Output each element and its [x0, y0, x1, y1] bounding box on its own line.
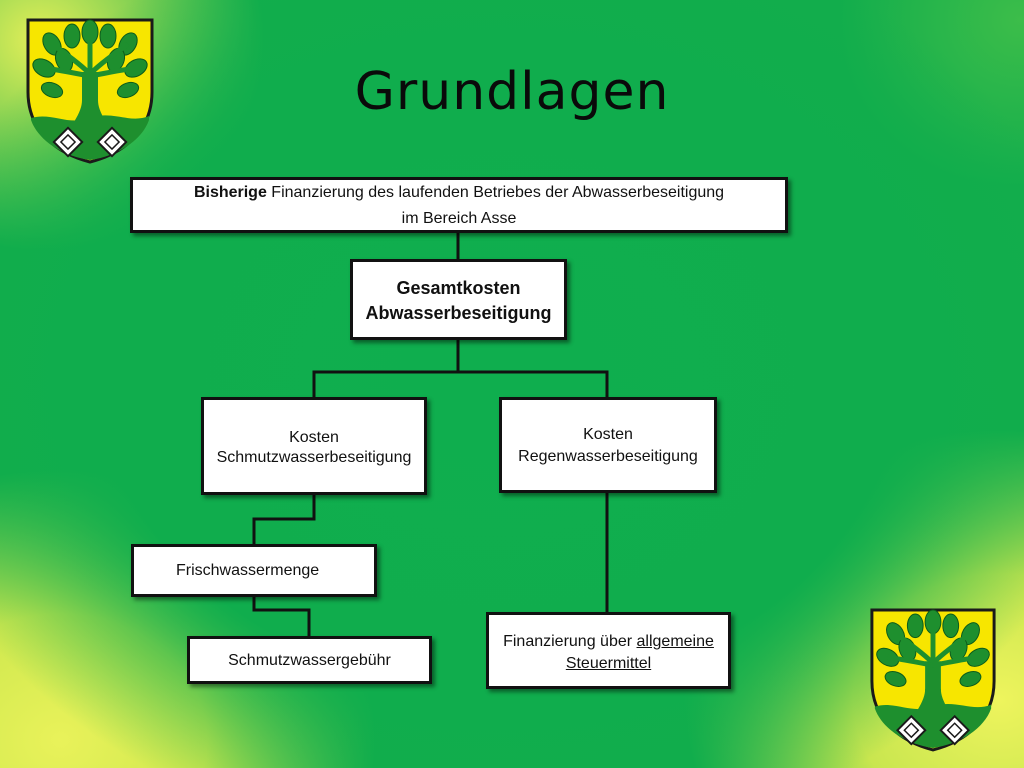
fresh-water-volume-label: Frischwassermenge — [176, 562, 320, 579]
current-financing-box: Bisherige Finanzierung des laufenden Bet… — [130, 177, 788, 233]
total-costs-box: Gesamtkosten Abwasserbeseitigung — [350, 259, 567, 340]
current-financing-line2: im Bereich Asse — [401, 210, 517, 227]
wastewater-fee-box: Schmutzwassergebühr — [187, 636, 432, 684]
total-costs-line1: Gesamtkosten — [396, 278, 521, 298]
slide-title: Grundlagen — [354, 62, 670, 122]
wastewater-fee-label: Schmutzwassergebühr — [228, 652, 391, 669]
tax-funding-prefix: Finanzierung über — [503, 633, 637, 650]
wastewater-costs-line2: Schmutzwasserbeseitigung — [216, 449, 412, 466]
rainwater-costs-line2: Regenwasserbeseitigung — [518, 448, 698, 465]
rainwater-costs-line1: Kosten — [583, 426, 633, 443]
tax-funding-line2: Steuermittel — [489, 653, 728, 675]
tax-funding-underlined1: allgemeine — [636, 633, 714, 650]
current-financing-bold: Bisherige — [193, 184, 267, 201]
fresh-water-volume-box: Frischwassermenge — [131, 544, 377, 597]
total-costs-line2: Abwasserbeseitigung — [365, 303, 552, 323]
current-financing-text: Finanzierung des laufenden Betriebes der… — [266, 184, 725, 201]
tax-funding-box: Finanzierung über allgemeine Steuermitte… — [486, 612, 731, 689]
wastewater-costs-box: Kosten Schmutzwasserbeseitigung — [201, 397, 427, 495]
coat-of-arms-tree-icon — [26, 18, 154, 164]
tax-funding-line1: Finanzierung über allgemeine — [489, 631, 728, 653]
current-financing-line1: Bisherige Finanzierung des laufenden Bet… — [133, 180, 785, 206]
wastewater-costs-line1: Kosten — [289, 429, 339, 446]
tax-funding-underlined2: Steuermittel — [565, 655, 652, 672]
rainwater-costs-box: Kosten Regenwasserbeseitigung — [499, 397, 717, 493]
coat-of-arms-tree-icon — [870, 608, 996, 752]
